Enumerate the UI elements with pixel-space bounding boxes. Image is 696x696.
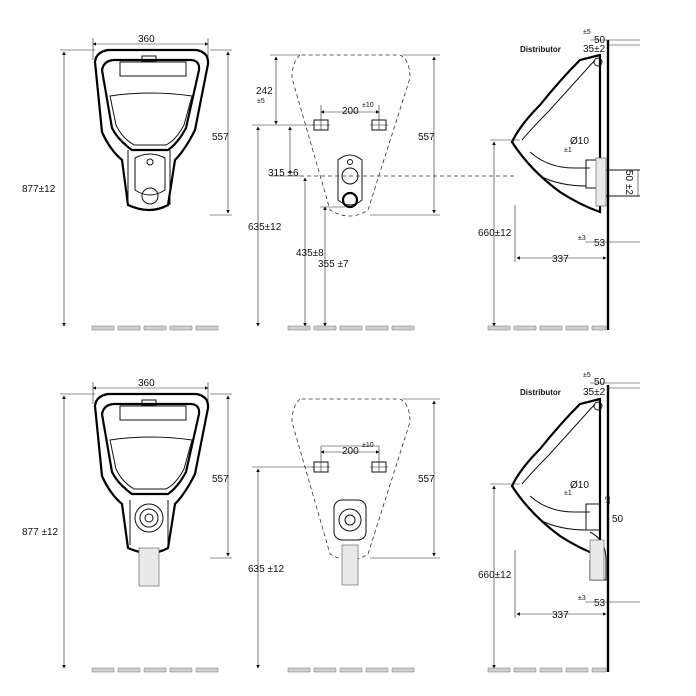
svg-text:660±12: 660±12 (478, 228, 512, 239)
svg-text:50 ±2: 50 ±2 (623, 170, 634, 195)
width-label: 360 (138, 34, 155, 45)
svg-text:50: 50 (612, 514, 624, 525)
svg-text:557: 557 (418, 132, 435, 143)
svg-text:±2: ±2 (605, 496, 612, 504)
top-side-view: ±5 50 Distributor 35±2 Ø10 ±1 50 ±2 660±… (478, 29, 640, 331)
svg-text:±1: ±1 (564, 490, 572, 497)
svg-text:±3: ±3 (578, 235, 586, 242)
svg-text:877 ±12: 877 ±12 (22, 527, 59, 538)
bottom-side-view: ±5 50 Distributor 35±2 Ø10 ±1 ±2 50 660±… (478, 372, 640, 673)
svg-text:Ø10: Ø10 (570, 480, 589, 491)
height-label: 557 (212, 132, 229, 143)
svg-text:±1: ±1 (564, 147, 572, 154)
svg-text:660±12: 660±12 (478, 570, 512, 581)
svg-text:635 ±12: 635 ±12 (248, 564, 285, 575)
svg-text:±5: ±5 (583, 29, 591, 36)
svg-text:337: 337 (552, 610, 569, 621)
svg-text:50: 50 (594, 35, 606, 46)
svg-text:Distributor: Distributor (520, 388, 561, 397)
svg-text:35±2: 35±2 (583, 387, 606, 398)
svg-text:337: 337 (552, 254, 569, 265)
bracket-span-label: 200 (342, 106, 359, 117)
svg-text:53: 53 (594, 598, 606, 609)
svg-text:635±12: 635±12 (248, 222, 282, 233)
svg-text:315 ±6: 315 ±6 (268, 168, 299, 179)
svg-text:±5: ±5 (583, 372, 591, 379)
svg-text:±3: ±3 (578, 595, 586, 602)
svg-text:±5: ±5 (257, 98, 265, 105)
svg-text:200: 200 (342, 446, 359, 457)
distributor-label: Distributor (520, 45, 561, 54)
svg-text:35±2: 35±2 (583, 44, 606, 55)
svg-text:360: 360 (138, 378, 155, 389)
svg-text:355 ±7: 355 ±7 (318, 259, 349, 270)
top-front-view: 360 557 877±12 (22, 34, 232, 331)
svg-text:Ø10: Ø10 (570, 136, 589, 147)
svg-text:435±8: 435±8 (296, 248, 324, 259)
svg-text:±10: ±10 (362, 102, 374, 109)
svg-text:242: 242 (256, 86, 273, 97)
total-height-label: 877±12 (22, 184, 56, 195)
svg-text:50: 50 (594, 377, 606, 388)
top-rear-view: 200 ±10 242 ±5 315 ±6 635±12 435±8 355 ±… (248, 54, 515, 331)
svg-text:557: 557 (418, 474, 435, 485)
svg-text:557: 557 (212, 474, 229, 485)
svg-text:±10: ±10 (362, 442, 374, 449)
bottom-rear-view: 200 ±10 635 ±12 557 (248, 398, 440, 673)
bottom-front-view: 360 557 877 ±12 (22, 378, 232, 673)
svg-text:53: 53 (594, 238, 606, 249)
floor-tiles (91, 325, 219, 331)
